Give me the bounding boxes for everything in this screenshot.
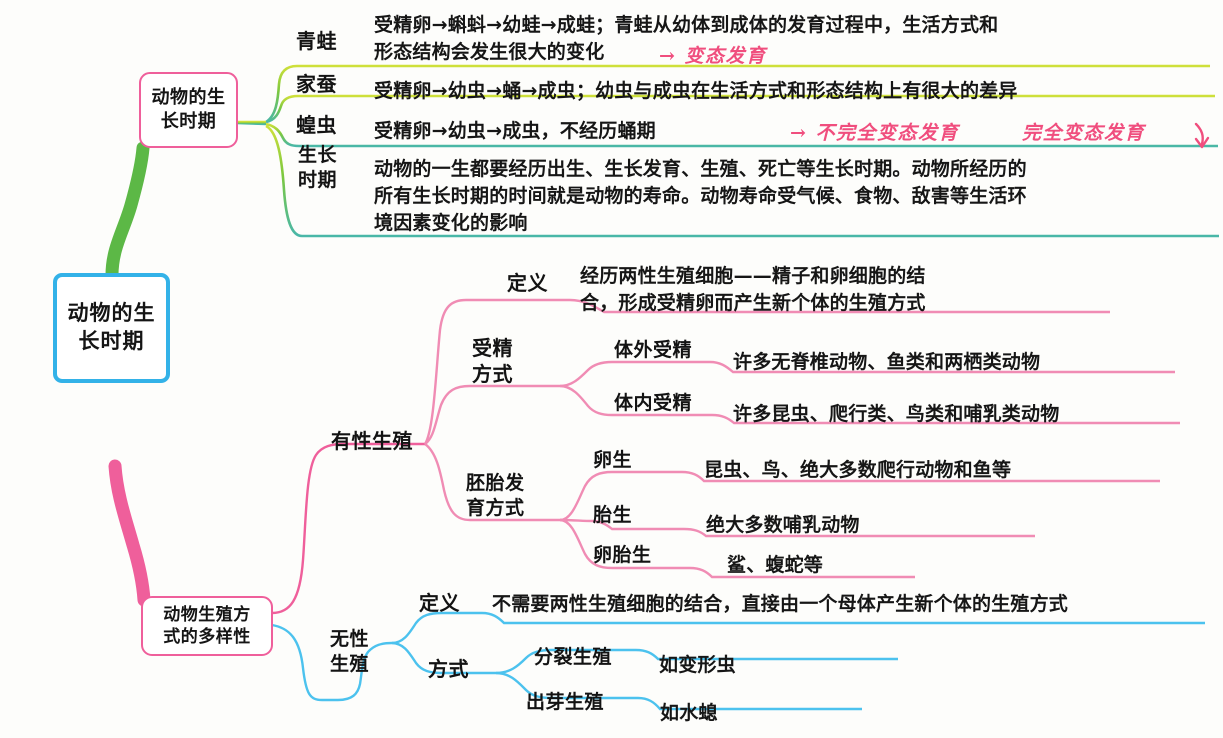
text-viviparous: 绝大多数哺乳动物 xyxy=(706,514,860,536)
text-external-fertilization: 许多无脊椎动物、鱼类和两栖类动物 xyxy=(733,351,1041,373)
pink-line-fertilization-stem xyxy=(424,384,560,445)
text-fission-reproduction: 如变形虫 xyxy=(659,654,736,676)
label-oviparous[interactable]: 卵生 xyxy=(593,449,633,471)
text-oviparous: 昆虫、鸟、绝大多数爬行动物和鱼等 xyxy=(704,459,1012,481)
text-budding-reproduction: 如水螅 xyxy=(660,702,718,724)
label-sexual-definition[interactable]: 定义 xyxy=(507,271,548,295)
red-arrow-head xyxy=(1194,136,1210,149)
text-ovoviviparous: 鲨、蝮蛇等 xyxy=(727,554,824,576)
red-arrow-curve xyxy=(1194,122,1204,146)
label-viviparous[interactable]: 胎生 xyxy=(593,504,633,526)
reproduction-diversity-node[interactable]: 动物生殖方 式的多样性 xyxy=(141,596,273,656)
pink-line-sexual-stem xyxy=(271,442,425,615)
label-budding-reproduction[interactable]: 出芽生殖 xyxy=(526,691,605,713)
text-jiacan: 受精卵→幼虫→蛹→成虫；幼虫与成虫在生活方式和形态结构上有很大的差异 xyxy=(374,80,1018,102)
label-fertilization-mode[interactable]: 受精 方式 xyxy=(472,336,513,386)
label-jiacan[interactable]: 家蚕 xyxy=(296,72,337,96)
label-asexual-mode[interactable]: 方式 xyxy=(428,657,469,681)
text-sexual-definition: 经历两性生殖细胞——精子和卵细胞的结 合，形成受精卵而产生新个体的生殖方式 xyxy=(580,265,926,314)
label-huangchong[interactable]: 蝗虫 xyxy=(296,113,337,137)
label-ovoviviparous[interactable]: 卵胎生 xyxy=(593,544,652,566)
label-fission-reproduction[interactable]: 分裂生殖 xyxy=(534,646,613,668)
label-external-fertilization[interactable]: 体外受精 xyxy=(614,339,693,361)
text-asexual-definition: 不需要两性生殖细胞的结合，直接由一个母体产生新个体的生殖方式 xyxy=(492,593,1069,615)
text-internal-fertilization: 许多昆虫、爬行类、鸟类和哺乳类动物 xyxy=(733,403,1060,425)
root-node[interactable]: 动物的生 长时期 xyxy=(53,273,170,383)
label-asexual-reproduction[interactable]: 无性 生殖 xyxy=(330,628,370,675)
growth-period-node[interactable]: 动物的生 长时期 xyxy=(139,72,238,148)
label-shengzhangshiqi[interactable]: 生长 时期 xyxy=(298,144,338,191)
annotation-buwanquan-biantai: → 不完全变态发育 xyxy=(790,122,960,144)
text-qingwa: 受精卵→蝌蚪→幼蛙→成蛙；青蛙从幼体到成体的发育过程中，生活方式和 形态结构会发… xyxy=(374,14,999,63)
blue-line-asexual-stem xyxy=(271,623,338,702)
trunk-pink xyxy=(108,459,151,607)
label-internal-fertilization[interactable]: 体内受精 xyxy=(614,392,693,414)
text-shengzhangshiqi: 动物的一生都要经历出生、生长发育、生殖、死亡等生长时期。动物所经历的 所有生长时… xyxy=(374,158,1027,234)
annotation-wanquan-biantai: 完全变态发育 xyxy=(1022,122,1146,144)
text-huangchong: 受精卵→幼虫→成虫，不经历蛹期 xyxy=(374,120,656,142)
annotation-biantai-fayu: → 变态发育 xyxy=(659,45,767,67)
green-line-stem xyxy=(236,120,267,126)
label-sexual-reproduction[interactable]: 有性生殖 xyxy=(331,429,413,453)
trunk-green xyxy=(105,141,150,282)
label-asexual-definition[interactable]: 定义 xyxy=(419,591,460,615)
label-embryo-development[interactable]: 胚胎发 育方式 xyxy=(466,472,525,519)
label-qingwa[interactable]: 青蛙 xyxy=(296,29,337,53)
